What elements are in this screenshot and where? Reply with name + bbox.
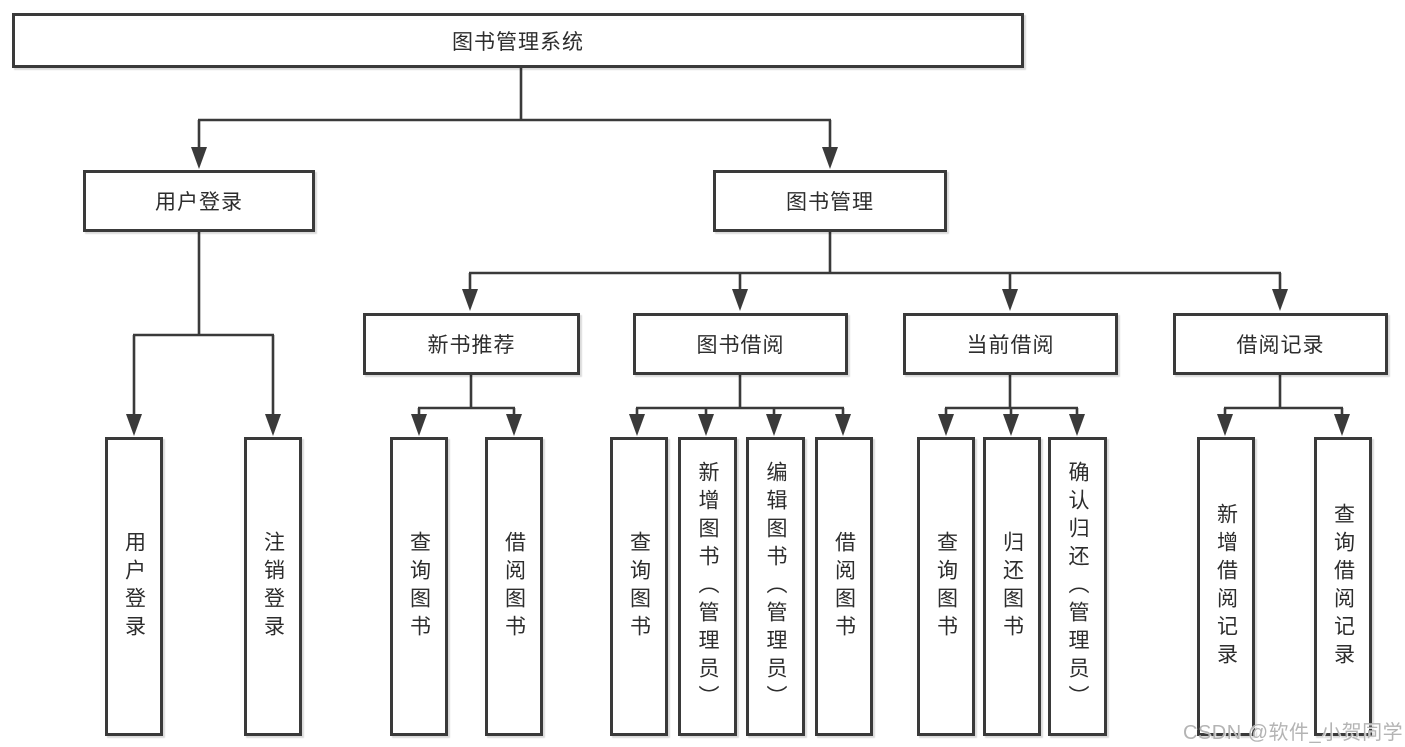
csdn-watermark: CSDN @软件_小贺同学 <box>1183 722 1404 744</box>
node-borrow-records: 借阅记录 <box>1173 313 1388 375</box>
leaf-borrow-books-recommend: 借阅图书 <box>485 437 543 736</box>
node-current-borrow: 当前借阅 <box>903 313 1118 375</box>
leaf-borrow-books: 借阅图书 <box>815 437 873 736</box>
node-root: 图书管理系统 <box>12 13 1024 68</box>
node-user-login: 用户登录 <box>83 170 315 232</box>
node-new-book-recommend: 新书推荐 <box>363 313 580 375</box>
leaf-query-borrow-record: 查询借阅记录 <box>1314 437 1372 736</box>
node-book-management: 图书管理 <box>713 170 947 232</box>
node-book-borrow: 图书借阅 <box>633 313 848 375</box>
leaf-return-books: 归还图书 <box>983 437 1041 736</box>
leaf-add-borrow-record: 新增借阅记录 <box>1197 437 1255 736</box>
leaf-confirm-return-admin: 确认归还（管理员） <box>1048 437 1107 736</box>
leaf-add-book-admin: 新增图书（管理员） <box>678 437 737 736</box>
leaf-query-books-recommend: 查询图书 <box>390 437 448 736</box>
leaf-logout: 注销登录 <box>244 437 302 736</box>
leaf-query-books-current: 查询图书 <box>917 437 975 736</box>
leaf-edit-book-admin: 编辑图书（管理员） <box>746 437 805 736</box>
leaf-query-books-borrow: 查询图书 <box>610 437 668 736</box>
leaf-user-login: 用户登录 <box>105 437 163 736</box>
